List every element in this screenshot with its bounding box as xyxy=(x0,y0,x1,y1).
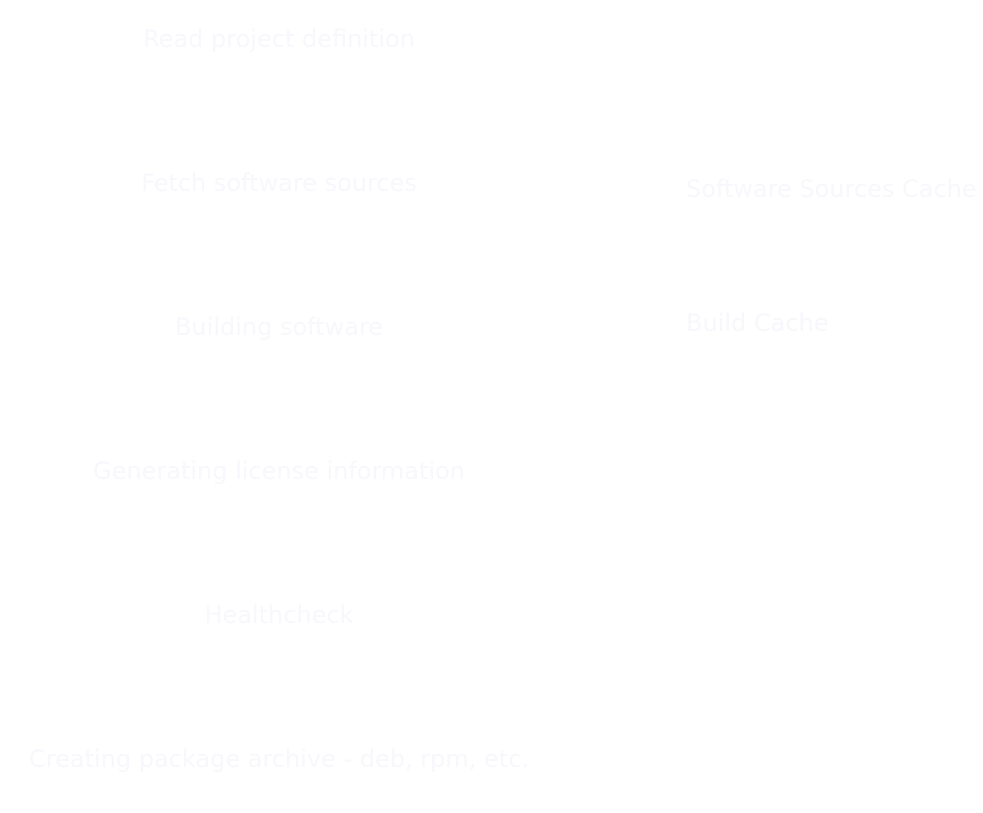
step-healthcheck: Healthcheck xyxy=(204,601,354,629)
cache-software-sources: Software Sources Cache xyxy=(686,175,977,203)
step-creating-package-archive: Creating package archive - deb, rpm, etc… xyxy=(29,745,529,773)
step-fetch-software-sources: Fetch software sources xyxy=(141,169,417,197)
step-generating-license-information: Generating license information xyxy=(93,457,465,485)
step-building-software: Building software xyxy=(174,313,384,341)
step-read-project-definition: Read project definition xyxy=(143,25,415,53)
cache-build: Build Cache xyxy=(686,309,829,337)
